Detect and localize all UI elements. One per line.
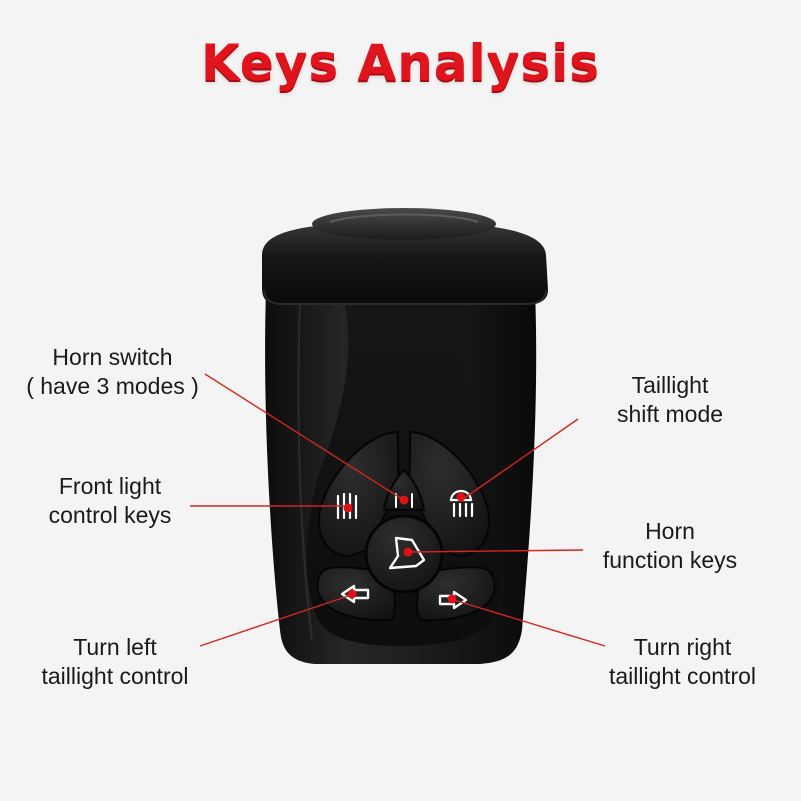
cap-rim (263, 289, 547, 305)
label-turn-left-line1: Turn left (73, 634, 157, 660)
dome-glint (329, 213, 479, 223)
label-turn-left-line2: taillight control (41, 663, 189, 689)
pointer-taillight-shift (462, 418, 579, 500)
pointer-turn-right (453, 599, 606, 647)
turn-left-indicator (347, 589, 357, 599)
label-taillight-shift-line2: shift mode (616, 401, 724, 427)
front-light-indicator (343, 503, 353, 513)
pointer-horn-function (409, 549, 584, 553)
body-highlight (297, 299, 313, 641)
label-front-light: Front light control keys (30, 472, 190, 530)
arrow-left-icon (340, 584, 370, 604)
taillight-icon (449, 489, 474, 518)
cap-dome (312, 208, 496, 240)
label-turn-right-line1: Turn right (633, 634, 732, 660)
label-horn-switch-line2: ( have 3 modes ) (26, 373, 199, 399)
label-front-light-line2: control keys (48, 502, 172, 528)
pointer-horn-switch (204, 373, 403, 500)
label-turn-left: Turn left taillight control (20, 633, 210, 691)
device-cap (262, 222, 548, 304)
label-horn-function: Horn function keys (585, 517, 755, 575)
label-front-light-line1: Front light (58, 473, 162, 499)
label-horn-switch: Horn switch ( have 3 modes ) (10, 343, 215, 401)
taillight-indicator (456, 492, 466, 502)
horn-switch-key[interactable] (382, 468, 426, 511)
label-horn-function-line2: function keys (602, 547, 738, 573)
pointer-lines (190, 373, 606, 647)
label-taillight-shift-line1: Taillight (631, 372, 709, 398)
horn-indicator (403, 547, 413, 557)
label-horn-switch-line1: Horn switch (52, 344, 173, 370)
label-turn-right: Turn right taillight control (585, 633, 780, 691)
horn-switch-indicator (399, 495, 409, 505)
pointer-turn-left (199, 594, 352, 647)
turn-right-indicator (447, 594, 457, 604)
label-horn-function-line1: Horn (645, 518, 695, 544)
page-title: Keys Analysis (201, 34, 600, 92)
label-taillight-shift: Taillight shift mode (590, 371, 750, 429)
bell-icon (388, 536, 426, 570)
horn-switch-icon (395, 493, 413, 508)
label-turn-right-line2: taillight control (608, 663, 757, 689)
arrow-right-icon (438, 590, 468, 610)
